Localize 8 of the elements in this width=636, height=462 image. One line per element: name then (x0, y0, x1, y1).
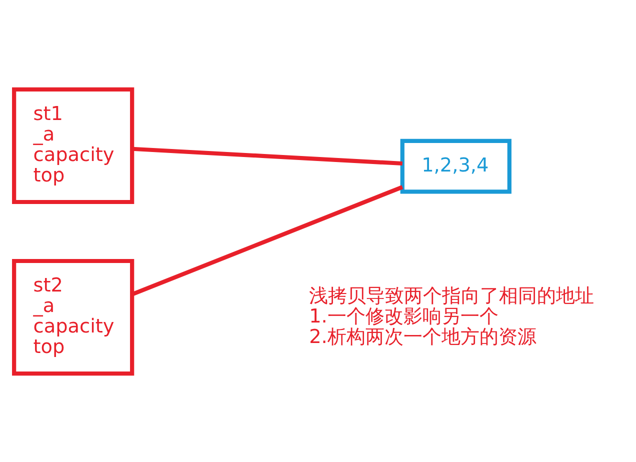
node-box: st1 _a capacity top (12, 86, 134, 204)
label: 浅拷贝导致两个指向了相同的地址 (309, 283, 594, 306)
connector (131, 184, 404, 296)
connector (132, 146, 402, 166)
label: 1.一个修改影响另一个 (309, 304, 498, 327)
node-box: 1,2,3,4 (400, 138, 512, 194)
node-box: st2 _a capacity top (12, 258, 134, 376)
label: 2.析构两次一个地方的资源 (309, 324, 536, 348)
